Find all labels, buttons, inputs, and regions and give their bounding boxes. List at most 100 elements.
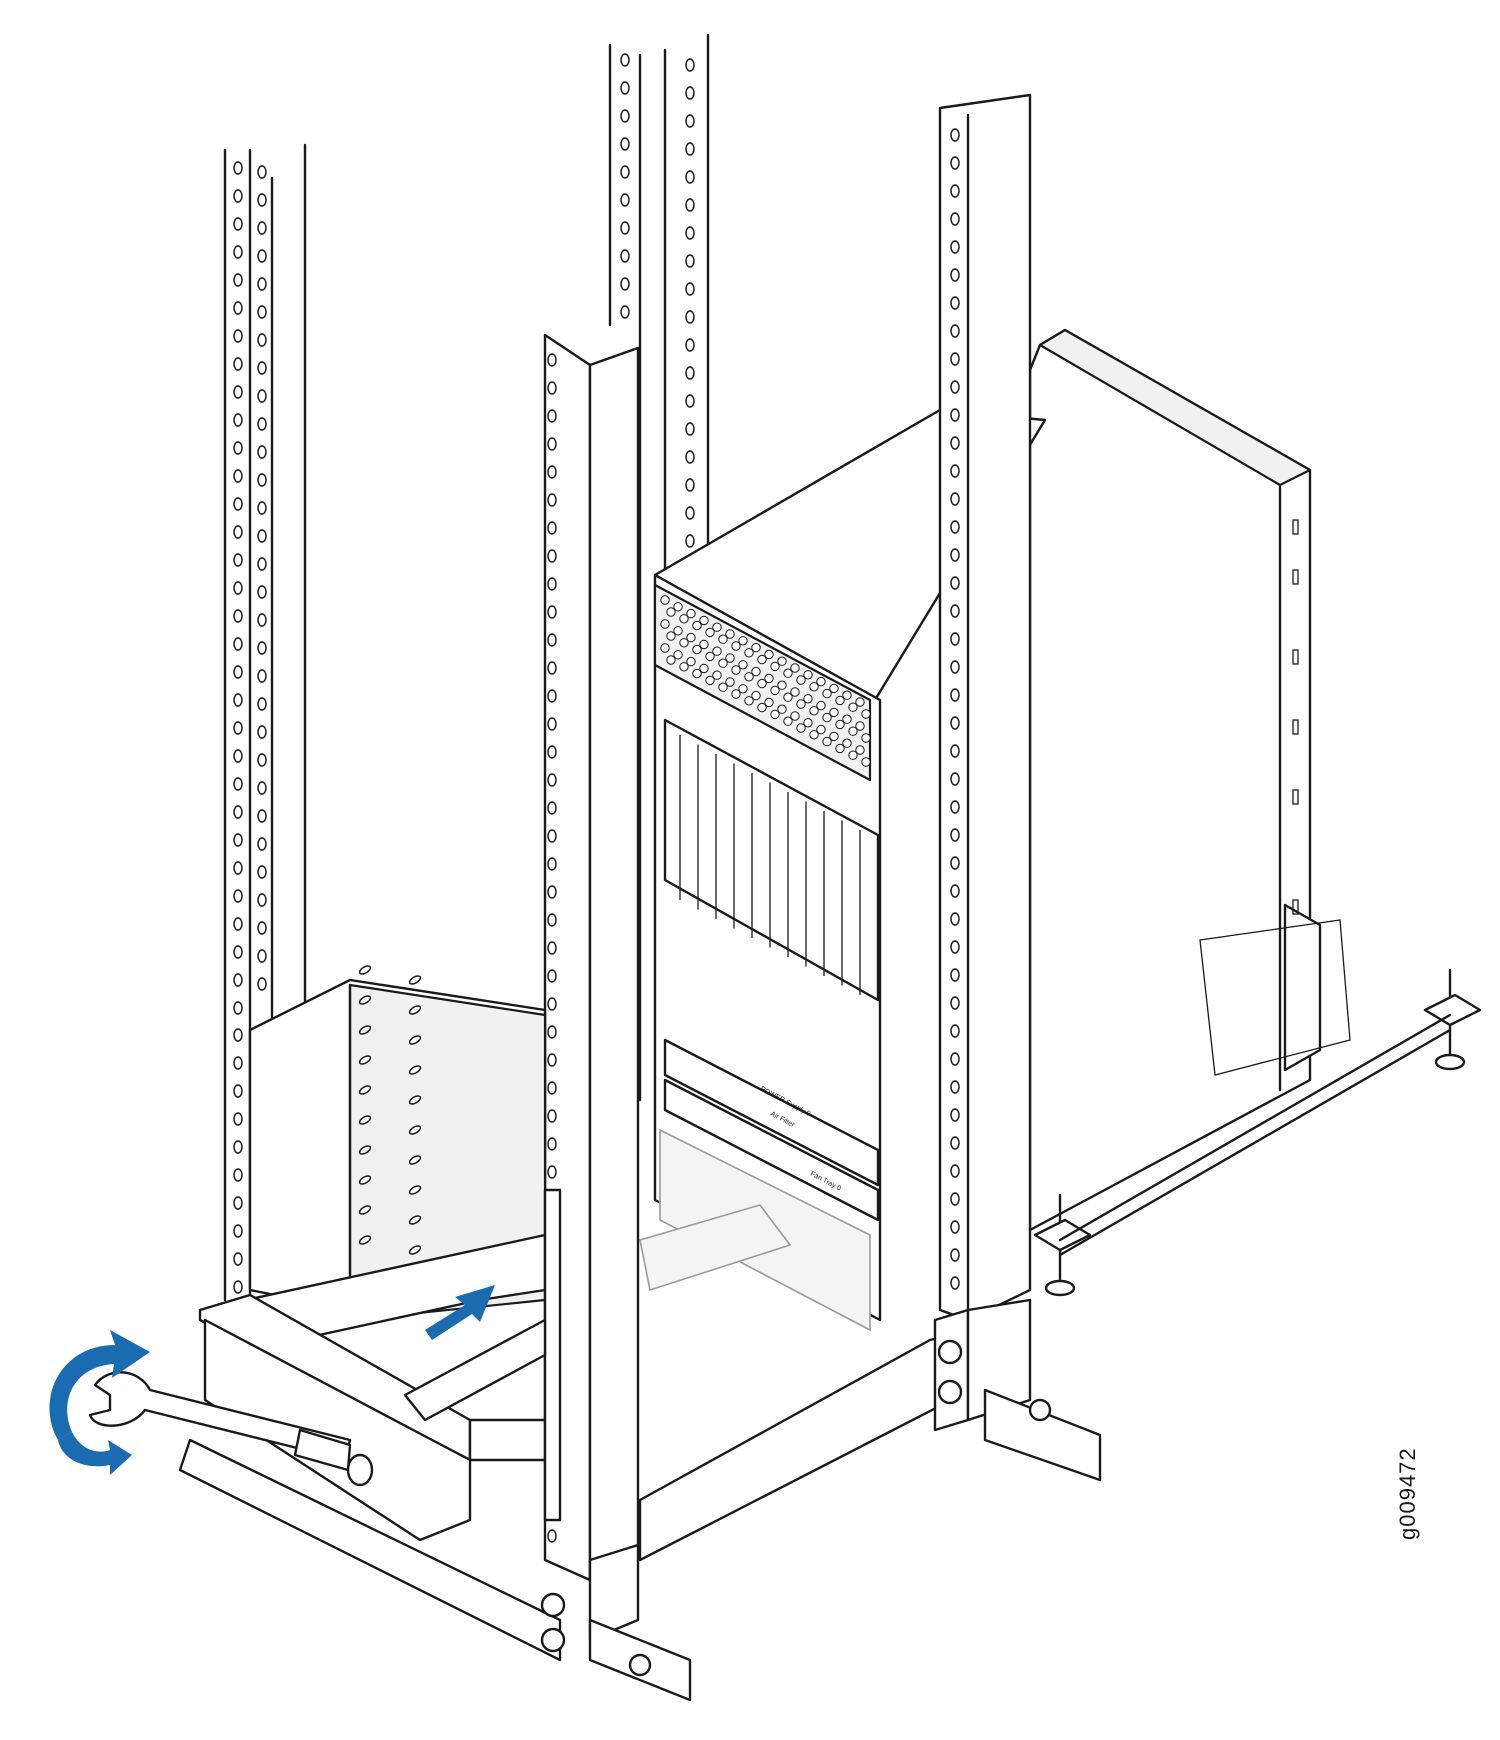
rail-hole — [233, 441, 243, 455]
rail-hole — [233, 1252, 243, 1266]
rail-hole — [257, 333, 267, 347]
rail-hole — [257, 641, 267, 655]
rail-hole — [620, 81, 630, 95]
side-slot — [1292, 519, 1299, 535]
rail-hole — [547, 437, 557, 451]
rail-hole — [547, 577, 557, 591]
rail-hole — [685, 114, 695, 128]
vent-hole — [757, 678, 767, 689]
push-arrow-icon — [425, 1285, 495, 1340]
rail-hole — [233, 469, 243, 483]
rail-hole — [950, 576, 960, 590]
rail-hole — [233, 1028, 243, 1042]
rail-hole — [547, 353, 557, 367]
vent-hole — [738, 684, 748, 694]
vent-hole — [848, 726, 858, 736]
vent-hole — [738, 660, 748, 670]
shelf-slot — [358, 1085, 372, 1095]
rail-hole — [950, 1136, 960, 1150]
shelf-slot — [408, 1185, 422, 1195]
shelf-slot — [408, 1005, 422, 1015]
rail-hole — [233, 1280, 243, 1294]
rail-hole — [257, 277, 267, 291]
rail-hole — [257, 305, 267, 319]
rail-hole — [257, 529, 267, 543]
rail-hole — [685, 282, 695, 296]
rail-hole — [233, 217, 243, 231]
vent-hole — [770, 661, 780, 672]
rail-hole — [257, 501, 267, 515]
rail-hole — [950, 1276, 960, 1290]
vent-hole — [848, 750, 858, 760]
rail-hole — [257, 865, 267, 879]
rail-hole — [950, 1024, 960, 1038]
vent-hole — [855, 745, 865, 755]
vent-hole — [822, 712, 832, 723]
rail-hole — [547, 661, 557, 675]
vent-hole — [842, 738, 852, 748]
rail-hole — [950, 968, 960, 982]
vent-hole — [835, 719, 845, 730]
rail-hole — [950, 1052, 960, 1066]
vent-hole — [686, 608, 696, 619]
vent-hole — [816, 724, 826, 735]
rail-hole — [950, 408, 960, 422]
vent-hole — [829, 683, 839, 694]
rail-hole — [233, 721, 243, 735]
rail-hole — [620, 305, 630, 319]
rail-hole — [685, 506, 695, 520]
rail-hole — [950, 1192, 960, 1206]
vent-hole — [725, 677, 735, 687]
vent-hole — [679, 614, 689, 624]
vent-hole — [718, 682, 728, 692]
rail-hole — [233, 1140, 243, 1154]
rail-hole — [257, 445, 267, 459]
rail-hole — [685, 338, 695, 352]
rail-hole — [547, 1109, 557, 1123]
rail-hole — [233, 357, 243, 371]
rail-hole — [685, 254, 695, 268]
shelf-bracket — [198, 965, 562, 1542]
vent-hole — [705, 651, 715, 662]
vent-hole — [699, 615, 709, 626]
rail-hole — [233, 525, 243, 539]
vent-hole — [803, 670, 813, 680]
vent-hole — [809, 730, 819, 740]
rail-hole — [685, 366, 695, 380]
side-slot — [1292, 649, 1299, 665]
rail-hole — [950, 352, 960, 366]
rail-hole — [950, 800, 960, 814]
rail-hole — [547, 1529, 557, 1543]
rail-hole — [950, 212, 960, 226]
rail-hole — [233, 973, 243, 987]
rail-hole — [950, 744, 960, 758]
router-chassis: POWER Supply 0 Air Filter Fan Tray 0 — [639, 328, 1351, 1332]
rail-hole — [950, 632, 960, 646]
rail-hole — [950, 1164, 960, 1178]
vent-hole — [712, 646, 722, 656]
vent-hole — [796, 723, 806, 733]
rail-hole — [547, 465, 557, 479]
rail-hole — [547, 829, 557, 843]
vent-hole — [699, 663, 709, 674]
shelf-slot — [408, 1155, 422, 1165]
vent-hole — [829, 731, 839, 742]
rail-hole — [547, 801, 557, 815]
rail-hole — [547, 1137, 557, 1151]
rail-hole — [685, 310, 695, 324]
vent-hole — [835, 695, 845, 706]
rail-hole — [950, 716, 960, 730]
rail-hole — [233, 1001, 243, 1015]
rail-hole — [547, 913, 557, 927]
side-slot — [1292, 719, 1299, 735]
vent-hole — [829, 707, 839, 718]
rail-hole — [950, 912, 960, 926]
rail-hole — [547, 493, 557, 507]
rail-hole — [685, 226, 695, 240]
rail-hole — [547, 1165, 557, 1179]
vent-hole — [861, 733, 871, 743]
vent-hole — [783, 692, 793, 702]
rotation-arrow-icon — [49, 1330, 150, 1475]
front-right-post-holes — [950, 128, 960, 1290]
rail-hole — [950, 856, 960, 870]
